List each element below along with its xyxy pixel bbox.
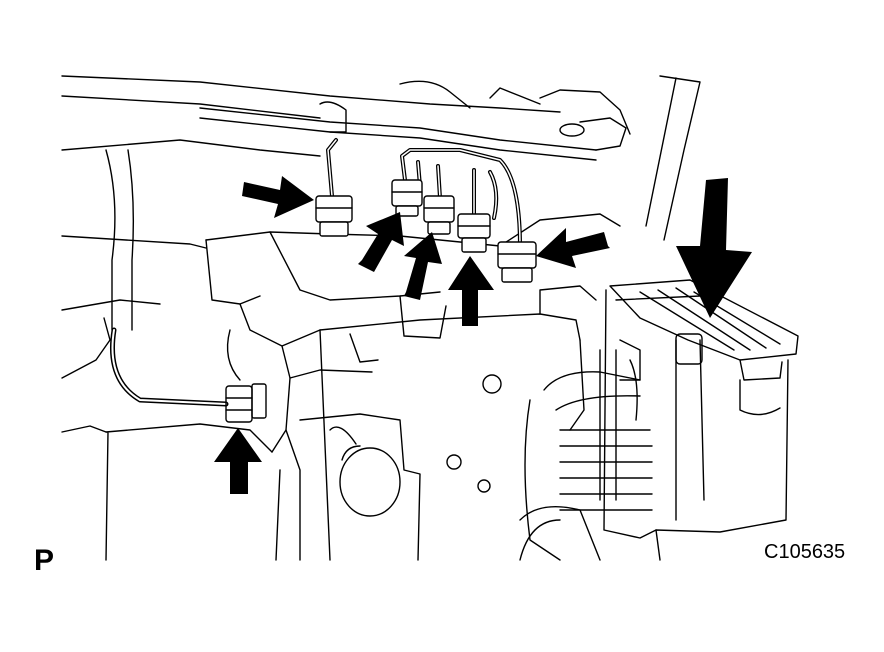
arrow-up-nut-4: [448, 256, 494, 326]
flare-nut-5: [497, 241, 537, 283]
figure-code: C105635: [764, 541, 846, 563]
flare-nut-1: [315, 195, 353, 237]
flare-nut-fittings: [315, 179, 537, 283]
arrow-up-left-line: [214, 428, 262, 494]
left-brake-line: [109, 327, 267, 423]
engine-bay-background: [61, 75, 701, 433]
top-brake-lines: [326, 138, 522, 248]
arrow-right-nut-1: [242, 176, 314, 218]
corner-mark: P: [34, 544, 55, 577]
wiring-harness: [519, 349, 653, 561]
brake-line-harness: [199, 101, 597, 161]
arrow-down-connector: [676, 178, 752, 318]
arrow-up-nut-3: [404, 232, 442, 300]
callout-arrows: [214, 176, 752, 494]
flare-nut-3: [423, 195, 455, 235]
ecu-connector: [603, 279, 799, 561]
lower-mount-bracket: [105, 413, 421, 561]
actuator-body: [205, 213, 621, 561]
arrow-up-nut-2: [358, 212, 404, 272]
flare-nut-4: [457, 213, 491, 253]
arrow-left-nut-5: [536, 228, 610, 268]
flare-nut-2: [391, 179, 423, 217]
